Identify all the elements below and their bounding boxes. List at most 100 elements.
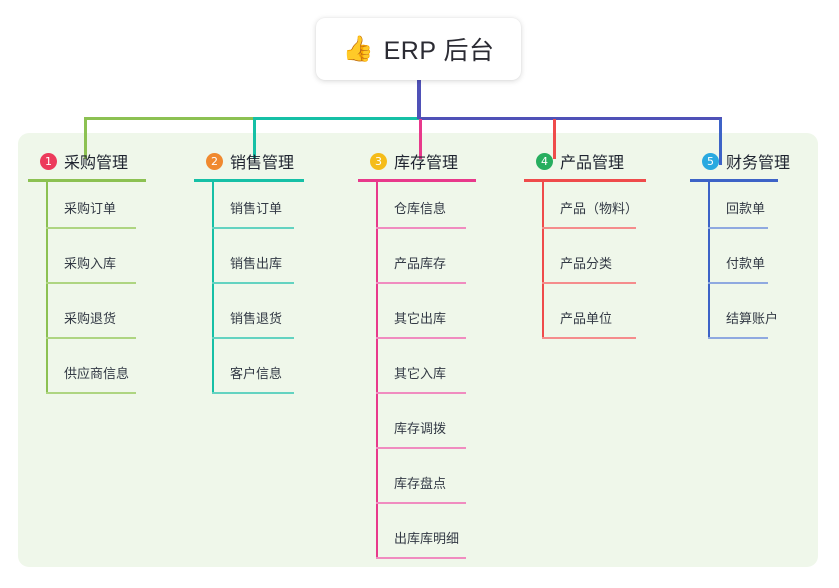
branch-spine [376, 182, 378, 559]
connector-drop-1 [84, 119, 87, 159]
branch-title: 财务管理 [726, 155, 791, 172]
branch-item-label: 回款单 [726, 201, 766, 216]
branch-item[interactable]: 销售出库 [212, 237, 346, 292]
connector-bar-segment-1 [84, 117, 255, 120]
branch-column-2: 2 销售管理销售订单销售出库销售退货客户信息 [194, 148, 346, 402]
connector-drop-5 [719, 119, 722, 165]
branch-item-rule [212, 337, 294, 339]
branch-header-2[interactable]: 2 销售管理 [194, 148, 346, 174]
branch-item-rule [46, 392, 136, 394]
branch-item-label: 产品单位 [560, 311, 613, 326]
branch-item[interactable]: 产品分类 [542, 237, 688, 292]
branch-item-label: 其它入库 [394, 366, 447, 381]
branch-header-rule [358, 179, 476, 182]
branch-item-rule [212, 227, 294, 229]
branch-item-rule [212, 282, 294, 284]
root-node-title: ERP 后台 [383, 37, 495, 65]
thumbs-up-icon: 👍 [342, 34, 374, 63]
branch-number-badge: 1 [40, 152, 57, 170]
branch-title: 库存管理 [394, 155, 459, 172]
branch-item-label: 销售订单 [230, 201, 283, 216]
branch-item[interactable]: 回款单 [708, 182, 820, 237]
branch-item[interactable]: 销售退货 [212, 292, 346, 347]
branch-item-rule [376, 502, 466, 504]
branch-item-label: 结算账户 [726, 311, 779, 326]
branch-item-rule [708, 227, 768, 229]
branch-header-3[interactable]: 3 库存管理 [358, 148, 518, 174]
branch-title: 销售管理 [230, 155, 295, 172]
branch-item-list: 回款单付款单结算账户 [708, 182, 820, 347]
branch-item-label: 产品（物料） [560, 201, 639, 216]
branch-item-label: 库存调拨 [394, 421, 447, 436]
branch-header-rule [28, 179, 146, 182]
branch-header-rule [194, 179, 304, 182]
branch-item-rule [708, 282, 768, 284]
branch-item-rule [708, 337, 768, 339]
branch-item[interactable]: 供应商信息 [46, 347, 188, 402]
branch-item-list: 产品（物料） 产品分类产品单位 [542, 182, 688, 347]
branch-item[interactable]: 出库库明细 [376, 512, 518, 567]
branch-item-rule [46, 227, 136, 229]
branch-item[interactable]: 付款单 [708, 237, 820, 292]
branch-item[interactable]: 库存盘点 [376, 457, 518, 512]
connector-drop-4 [553, 119, 556, 159]
branch-item-label: 出库库明细 [394, 531, 460, 546]
branch-number-badge: 3 [370, 152, 387, 170]
branches-panel [18, 133, 818, 567]
connector-drop-3 [419, 119, 422, 159]
branch-item-label: 付款单 [726, 256, 766, 271]
branch-item[interactable]: 库存调拨 [376, 402, 518, 457]
branch-item[interactable]: 其它入库 [376, 347, 518, 402]
branch-item[interactable]: 销售订单 [212, 182, 346, 237]
branch-item-rule [46, 282, 136, 284]
branch-spine [708, 182, 710, 339]
branch-item-rule [376, 447, 466, 449]
branch-item-list: 销售订单销售出库销售退货客户信息 [212, 182, 346, 402]
branch-spine [542, 182, 544, 339]
branch-item[interactable]: 采购退货 [46, 292, 188, 347]
branch-item-label: 产品分类 [560, 256, 613, 271]
branch-item[interactable]: 结算账户 [708, 292, 820, 347]
branch-column-3: 3 库存管理仓库信息产品库存其它出库其它入库库存调拨库存盘点出库库明细 [358, 148, 518, 567]
branch-title: 采购管理 [64, 155, 129, 172]
branch-item[interactable]: 其它出库 [376, 292, 518, 347]
branch-item-rule [542, 227, 636, 229]
branch-item-label: 采购订单 [64, 201, 117, 216]
branch-spine [212, 182, 214, 394]
branch-item-label: 采购退货 [64, 311, 117, 326]
connector-drop-2 [253, 119, 256, 159]
branch-header-rule [524, 179, 646, 182]
branch-item[interactable]: 仓库信息 [376, 182, 518, 237]
branch-item-rule [376, 282, 466, 284]
branch-item-label: 库存盘点 [394, 476, 447, 491]
branch-item[interactable]: 产品单位 [542, 292, 688, 347]
root-stem-connector [417, 78, 421, 119]
branch-item[interactable]: 产品库存 [376, 237, 518, 292]
branch-item-list: 仓库信息产品库存其它出库其它入库库存调拨库存盘点出库库明细 [376, 182, 518, 567]
branch-item[interactable]: 采购入库 [46, 237, 188, 292]
branch-item-rule [376, 337, 466, 339]
branch-item-rule [376, 227, 466, 229]
branch-number-badge: 4 [536, 152, 553, 170]
branch-item[interactable]: 产品（物料） [542, 182, 688, 237]
branch-item-label: 产品库存 [394, 256, 447, 271]
branch-number-badge: 2 [206, 152, 223, 170]
branch-item-label: 客户信息 [230, 366, 283, 381]
branch-item-rule [376, 392, 466, 394]
branch-item[interactable]: 采购订单 [46, 182, 188, 237]
branch-item-rule [542, 337, 636, 339]
branch-spine [46, 182, 48, 394]
root-node-card[interactable]: 👍 ERP 后台 [316, 18, 521, 80]
branch-item-label: 销售退货 [230, 311, 283, 326]
branch-item-label: 其它出库 [394, 311, 447, 326]
connector-bar-segment-2 [253, 117, 421, 120]
branch-column-1: 1 采购管理采购订单采购入库采购退货供应商信息 [28, 148, 188, 402]
branch-item[interactable]: 客户信息 [212, 347, 346, 402]
branch-header-1[interactable]: 1 采购管理 [28, 148, 188, 174]
branch-item-label: 仓库信息 [394, 201, 447, 216]
branch-item-list: 采购订单采购入库采购退货供应商信息 [46, 182, 188, 402]
